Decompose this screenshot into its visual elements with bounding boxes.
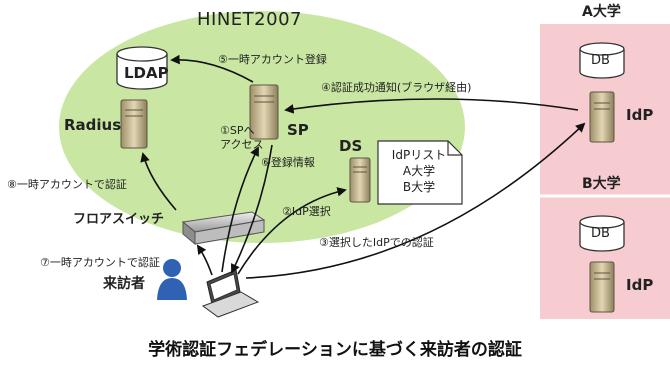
sp-label: SP [287, 121, 309, 139]
university-b-idp-label: IdP [626, 276, 654, 294]
step-2-label: ②IdP選択 [282, 205, 331, 218]
step-3-label: ③選択したIdPでの認証 [319, 236, 434, 249]
university-a-title: A大学 [582, 4, 621, 20]
radius-label: Radius [64, 116, 122, 134]
arrow-6-registration-info [231, 144, 273, 274]
step-5-label: ⑤一時アカウント登録 [218, 53, 327, 66]
sp-server-icon [249, 84, 279, 140]
idp-list-item-a: A大学 [402, 164, 436, 178]
step-1-label: ①SPへ アクセス [220, 124, 263, 152]
network-title: HINET2007 [197, 9, 302, 30]
idp-list-content: IdPリスト A大学 B大学 [382, 147, 456, 195]
step-1-line-1: ①SPへ [220, 124, 255, 137]
ldap-database-icon [116, 46, 168, 90]
idp-list-item-b: B大学 [402, 180, 436, 194]
flow-arrows [140, 54, 586, 279]
step-4-label: ④認証成功通知(ブラウザ経由) [321, 81, 472, 94]
ds-label: DS [339, 137, 363, 155]
step-1-line-2: アクセス [220, 138, 264, 151]
university-b-db-icon [579, 215, 625, 252]
ldap-label: LDAP [124, 64, 169, 82]
university-b-idp-server-icon [589, 261, 615, 313]
ds-server-icon [349, 157, 371, 203]
arrow-7-switch-auth [196, 244, 213, 276]
arrow-8-radius-auth [140, 152, 177, 211]
idp-list-title: IdPリスト [391, 148, 447, 162]
floor-switch-label: フロアスイッチ [73, 212, 165, 227]
visitor-person-icon [157, 259, 187, 300]
arrow-4-auth-success-notice [284, 98, 579, 114]
university-b-title: B大学 [582, 176, 621, 192]
visitor-label: 来訪者 [103, 276, 145, 292]
arrow-1-sp-access [221, 146, 259, 273]
arrow-3-auth-at-idp [245, 122, 586, 279]
university-a-db-label: DB [591, 53, 610, 68]
university-a-db-icon [579, 42, 625, 79]
idp-list-document-icon [377, 140, 463, 205]
radius-server-icon [120, 99, 148, 149]
university-a-idp-server-icon [589, 91, 615, 143]
step-8-label: ⑧一時アカウントで認証 [7, 178, 127, 191]
university-a-idp-label: IdP [626, 106, 654, 124]
laptop-icon [201, 269, 260, 318]
university-b-db-label: DB [591, 226, 610, 241]
figure-caption: 学術認証フェデレーションに基づく来訪者の認証 [148, 340, 522, 360]
arrow-5-account-registration [170, 54, 254, 83]
step-6-label: ⑥登録情報 [261, 156, 315, 169]
step-7-label: ⑦一時アカウントで認証 [40, 256, 160, 269]
arrow-2-idp-select [237, 187, 347, 275]
